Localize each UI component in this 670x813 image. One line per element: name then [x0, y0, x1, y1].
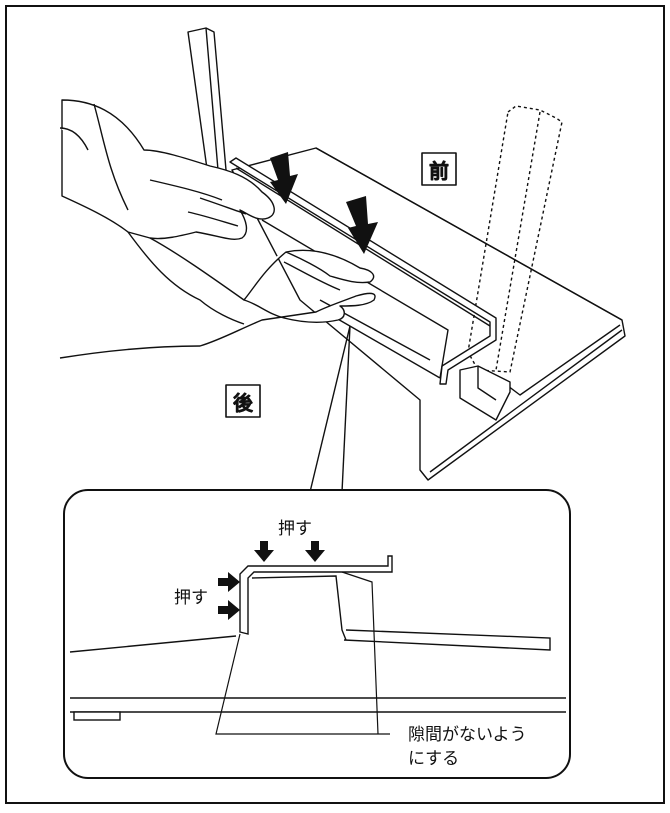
down-arrow-icon	[254, 541, 274, 562]
hand-lower	[59, 231, 376, 359]
front-label: 前	[429, 159, 449, 183]
front-label-box: 前	[421, 152, 457, 186]
back-label-box: 後	[225, 384, 261, 418]
push-top-label: 押す	[278, 519, 312, 539]
hand-upper	[59, 99, 275, 241]
detail-bracket	[239, 555, 393, 641]
right-arrow-icon	[218, 600, 240, 620]
push-side-label: 押す	[174, 588, 208, 608]
push-down-arrows	[270, 152, 378, 254]
gap-leader-lines	[215, 571, 390, 735]
back-label: 後	[233, 391, 253, 415]
post-pedestal	[459, 365, 511, 421]
gap-note-line2: にする	[408, 749, 459, 769]
detail-base	[69, 629, 566, 721]
top-scene: 前 後	[59, 27, 626, 493]
gap-note-line1: 隙間がないよう	[408, 725, 527, 745]
callout-leader	[309, 325, 351, 493]
front-post-dashed	[467, 105, 563, 373]
zoom-frame	[63, 489, 571, 779]
right-arrow-icon	[218, 572, 240, 592]
down-arrow-icon	[305, 541, 325, 562]
base-plate	[231, 147, 626, 481]
down-arrow-icon	[270, 152, 298, 204]
zoom-detail: 押す 押す 隙間がないよう にする	[63, 489, 571, 779]
detail-push-arrows	[218, 541, 325, 620]
rear-post	[187, 27, 227, 177]
outer-frame	[5, 5, 665, 804]
down-arrow-icon	[346, 196, 378, 254]
